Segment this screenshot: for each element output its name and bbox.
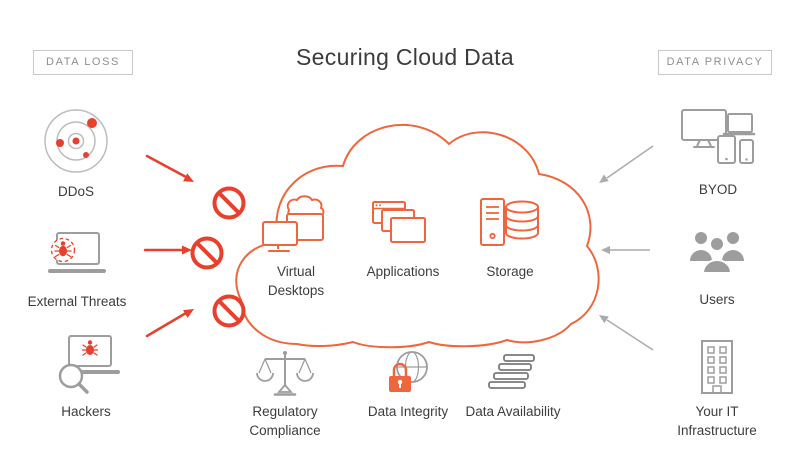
privacy-arrow-middle-icon [601,246,650,254]
threat-label-external-threats: External Threats [27,294,127,309]
cloud-item-applications: Applications [355,190,451,282]
prohibition-bottom-icon [212,294,246,328]
prohibition-middle-icon [190,236,224,270]
privacy-item-users: Users [682,216,752,310]
privacy-arrow-top-icon [599,145,654,183]
bottom-label-data-availability: Data Availability [465,404,561,419]
privacy-item-it-infrastructure: Your IT Infrastructure [661,338,773,441]
bottom-label-regulatory-compliance: Regulatory Compliance [249,404,321,438]
attack-arrow-bottom-icon [145,309,194,338]
applications-icon [371,190,435,256]
attack-arrow-top-icon [145,154,194,182]
laptop-bug-magnifier-icon [49,332,123,396]
bottom-item-data-integrity: Data Integrity [352,348,464,422]
prohibition-top-icon [212,186,246,220]
privacy-label-users: Users [699,292,735,307]
privacy-label-byod: BYOD [698,182,738,197]
devices-icon [680,102,756,174]
threat-item-hackers: Hackers [34,332,138,422]
stack-icon [486,350,540,396]
page-title: Securing Cloud Data [296,44,514,70]
lock-globe-icon [384,348,432,396]
threat-label-ddos: DDoS [57,184,94,199]
threat-label-hackers: Hackers [61,404,111,419]
privacy-label-it-infrastructure: Your IT Infrastructure [677,404,757,438]
attack-arrow-middle-icon [143,245,192,255]
bottom-item-data-availability: Data Availability [459,350,567,422]
laptop-bug-icon [41,226,113,286]
privacy-arrow-bottom-icon [599,315,654,351]
privacy-item-byod: BYOD [675,102,761,200]
storage-icon [478,190,542,256]
threat-item-external-threats: External Threats [20,226,134,312]
bottom-item-regulatory-compliance: Regulatory Compliance [233,350,337,441]
bottom-label-data-integrity: Data Integrity [367,404,449,419]
data-loss-tag: DATA LOSS [33,50,133,75]
users-icon [685,216,749,284]
data-privacy-tag: DATA PRIVACY [658,50,772,75]
virtual-desktops-icon [257,190,335,256]
cloud-item-label-applications: Applications [366,264,440,279]
building-icon [694,338,740,396]
ddos-radar-icon [42,106,110,176]
scales-icon [256,350,314,396]
cloud-item-virtual-desktops: Virtual Desktops [251,190,341,301]
cloud-item-label-virtual-desktops: Virtual Desktops [267,264,325,298]
threat-item-ddos: DDoS [32,106,120,202]
cloud-item-storage: Storage [465,190,555,282]
cloud-item-label-storage: Storage [486,264,534,279]
